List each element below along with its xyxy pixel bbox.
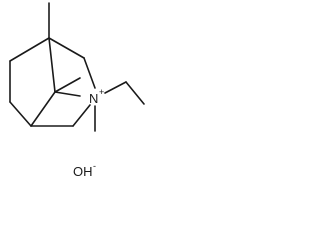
bond-bridgehead-top-ch2 bbox=[48, 37, 85, 59]
bond-gem-methyl-2 bbox=[54, 91, 81, 97]
counterion-charge: - bbox=[93, 161, 96, 171]
bond-bridgehead-top-ring-left bbox=[9, 37, 50, 62]
nitrogen-charge: + bbox=[99, 87, 104, 97]
bond-bridge-bottom bbox=[30, 91, 56, 127]
nitrogen-label: N bbox=[89, 91, 98, 106]
counterion-label: OH bbox=[73, 164, 93, 179]
bond-ring-left-bottom bbox=[9, 101, 32, 127]
chemical-structure: N + OH - bbox=[9, 2, 145, 179]
bond-ethyl-ch3 bbox=[125, 81, 145, 105]
bond-gem-methyl-1 bbox=[54, 77, 81, 93]
bond-ch2-nitrogen bbox=[83, 57, 96, 89]
bond-bridge-top bbox=[48, 37, 56, 93]
bond-nitrogen-ethyl bbox=[104, 81, 127, 94]
bond-nitrogen-ch2-lower bbox=[72, 104, 91, 127]
